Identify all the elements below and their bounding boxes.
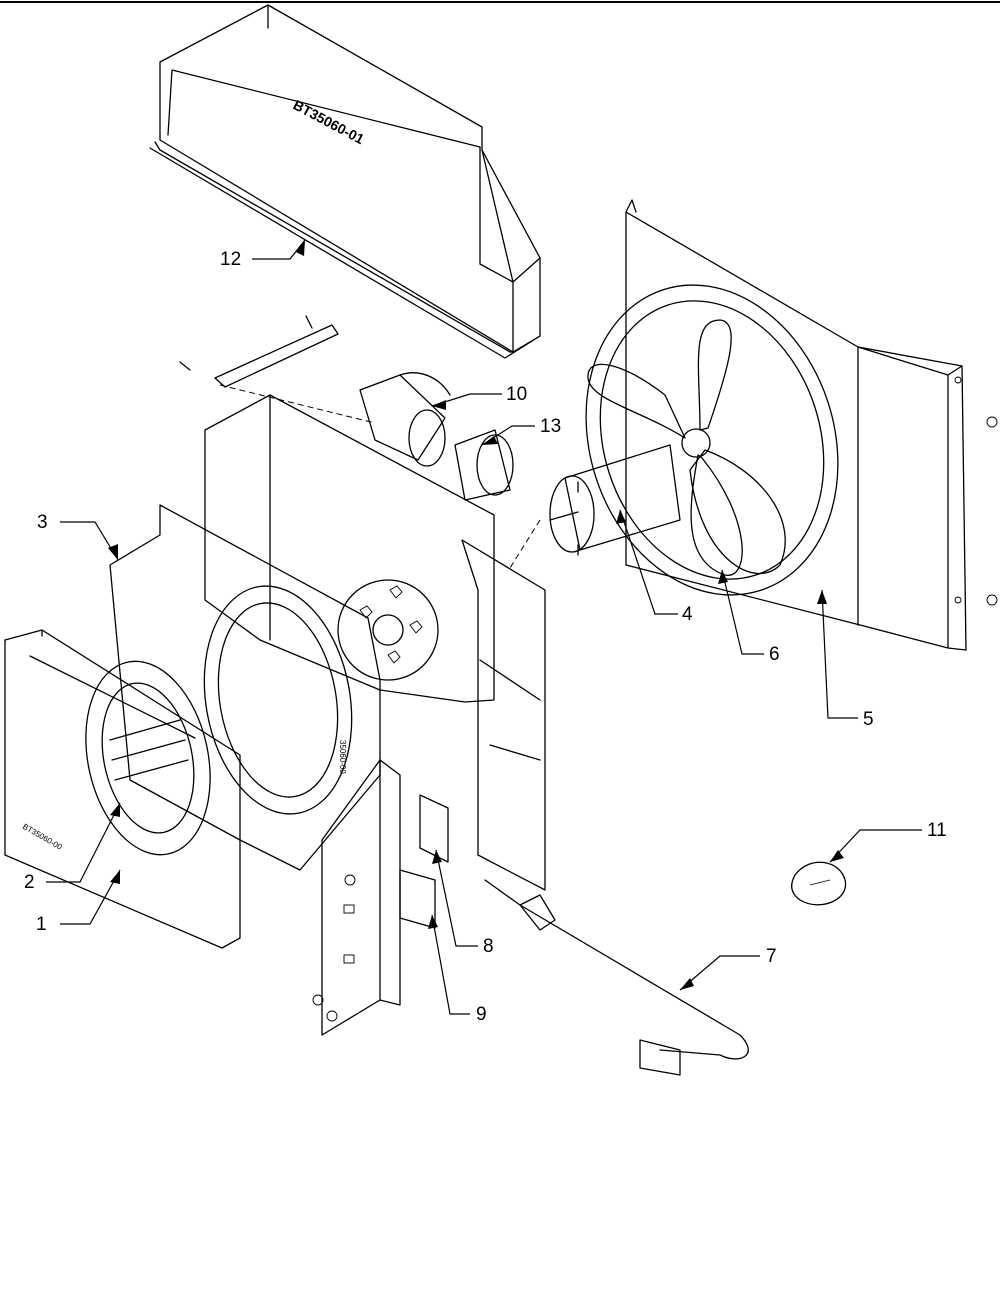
part-5-fan-shroud-panel xyxy=(625,199,998,651)
part-12-top-duct: BT35060-01 xyxy=(149,4,541,359)
callout-3: 3 xyxy=(37,512,119,561)
part-9-control-panel xyxy=(312,759,401,1036)
callout-13: 13 xyxy=(481,416,561,446)
svg-text:2: 2 xyxy=(24,872,35,893)
callout-4: 4 xyxy=(616,509,693,625)
part-4-motor xyxy=(549,444,681,556)
svg-text:7: 7 xyxy=(766,946,777,967)
top-duct-stamp: BT35060-01 xyxy=(291,97,367,148)
bracket-strap xyxy=(179,315,339,388)
callout-6: 6 xyxy=(718,569,780,665)
svg-text:13: 13 xyxy=(540,416,561,437)
main-housing xyxy=(204,394,546,891)
callout-8: 8 xyxy=(432,849,494,957)
callout-10: 10 xyxy=(431,384,527,410)
svg-text:3: 3 xyxy=(37,512,48,533)
housing-side-stamp: 35060-00 xyxy=(338,740,347,774)
svg-text:5: 5 xyxy=(863,709,874,730)
svg-text:4: 4 xyxy=(682,604,693,625)
callout-9: 9 xyxy=(428,914,487,1025)
part-11-grommet xyxy=(791,861,847,906)
svg-text:11: 11 xyxy=(927,820,947,841)
callout-1: 1 xyxy=(36,869,121,935)
svg-text:1: 1 xyxy=(36,914,47,935)
svg-text:12: 12 xyxy=(220,249,241,270)
part-6-fan-blade xyxy=(585,284,839,596)
callout-7: 7 xyxy=(679,946,777,991)
callout-11: 11 xyxy=(829,820,947,863)
part-13-end-cap xyxy=(454,429,514,501)
callout-12: 12 xyxy=(220,239,306,270)
part-10-capacitor xyxy=(219,372,451,467)
part-2-blower-wheel xyxy=(85,660,211,856)
part-8-switch xyxy=(399,794,449,929)
svg-text:8: 8 xyxy=(483,936,494,957)
svg-text:9: 9 xyxy=(476,1004,487,1025)
svg-text:6: 6 xyxy=(769,644,780,665)
part-3-blower-housing: 35060-00 xyxy=(109,504,381,871)
callout-2: 2 xyxy=(24,802,121,893)
svg-text:10: 10 xyxy=(506,384,527,405)
front-panel-stamp: BT35060-00 xyxy=(21,822,64,852)
callout-5: 5 xyxy=(817,589,874,730)
part-7-power-cord xyxy=(484,879,749,1076)
